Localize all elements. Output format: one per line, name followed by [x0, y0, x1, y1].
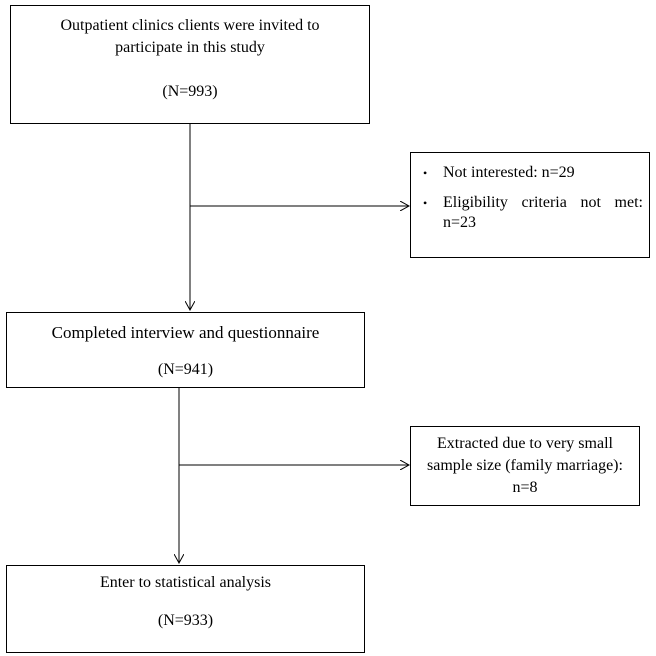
step1-count: (N=993): [162, 83, 218, 100]
exclusion1-item-text: Not interested: n=29: [443, 164, 575, 181]
bullet-icon: •: [423, 196, 428, 210]
step3-title: Enter to statistical analysis: [99, 574, 272, 591]
step1-title: Outpatient clinics clients were invited …: [60, 17, 320, 56]
exclusion1-list: • Not interested: n=29 • Eligibility cri…: [411, 163, 649, 233]
step1-box: Outpatient clinics clients were invited …: [10, 5, 370, 124]
exclusion1-box: • Not interested: n=29 • Eligibility cri…: [410, 152, 650, 258]
exclusion2-text: Extracted due to very small sample size …: [427, 435, 623, 496]
step3-box: Enter to statistical analysis (N=933): [6, 565, 365, 653]
step2-box: Completed interview and questionnaire (N…: [6, 312, 365, 388]
step2-title: Completed interview and questionnaire: [51, 323, 320, 342]
exclusion1-item: • Not interested: n=29: [411, 163, 649, 183]
step3-count: (N=933): [157, 612, 214, 629]
step2-count: (N=941): [157, 361, 214, 378]
exclusion1-item: • Eligibility criteria not met: n=23: [411, 193, 649, 233]
bullet-icon: •: [423, 166, 428, 180]
exclusion2-box: Extracted due to very small sample size …: [410, 426, 640, 506]
exclusion1-item-text: Eligibility criteria not met: n=23: [443, 194, 643, 231]
